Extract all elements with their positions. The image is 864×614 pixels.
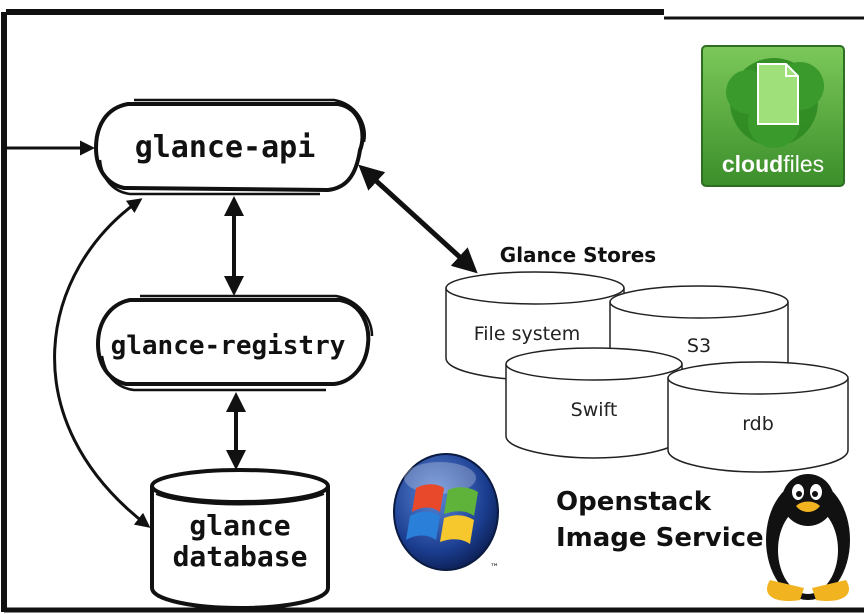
tux-penguin-icon (766, 474, 850, 602)
cloudfiles-text: cloudfiles (722, 151, 824, 177)
store-swift: Swift (505, 347, 683, 459)
store-label-rdb: rdb (742, 413, 774, 435)
store-label-swift: Swift (571, 399, 618, 421)
glance-api-node: glance-api (93, 98, 366, 196)
glance-database-label-line1: glance (189, 509, 290, 542)
arrow-api-database-curve (53, 198, 151, 528)
store-label-s3: S3 (687, 335, 711, 357)
outer-frame (1, 9, 864, 613)
glance-api-label: glance-api (135, 130, 316, 165)
cloudfiles-suffix: files (783, 151, 824, 177)
store-label-file-system: File system (474, 323, 581, 345)
glance-database-label-line2: database (173, 540, 308, 573)
caption-line1: Openstack (556, 487, 712, 517)
windows-logo: ™ (393, 453, 499, 573)
glance-registry-label: glance-registry (111, 331, 346, 361)
windows-trademark: ™ (490, 563, 499, 573)
glance-database-node: glance database (150, 468, 330, 611)
store-rdb: rdb (667, 361, 849, 473)
cloudfiles-prefix: cloud (722, 151, 783, 177)
arrow-api-stores (358, 164, 478, 274)
caption-line2: Image Service (556, 523, 764, 553)
glance-registry-node: glance-registry (95, 294, 374, 392)
glance-stores-title: Glance Stores (500, 243, 656, 267)
cloudfiles-logo: cloudfiles (701, 45, 845, 187)
cloudfiles-cloud-icon (726, 58, 824, 148)
